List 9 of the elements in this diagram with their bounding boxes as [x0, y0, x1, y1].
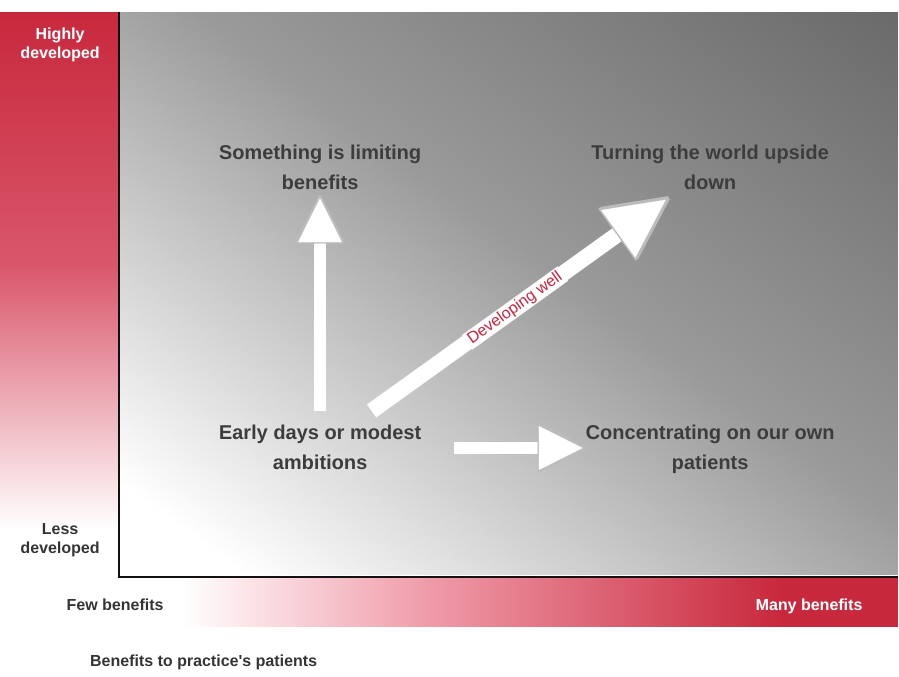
quadrant-label: Early days or modest ambitions: [190, 415, 450, 481]
quadrant-label: Turning the world upside down: [580, 135, 840, 201]
quadrant-label: Concentrating on our own patients: [580, 415, 840, 481]
axis-label: Few benefits: [66, 596, 164, 616]
axis-label: Many benefits: [754, 596, 864, 616]
axis-label: Less developed: [19, 520, 101, 558]
axis-title: Benefits to practice's patients: [90, 652, 318, 672]
quadrant-label: Something is limiting benefits: [190, 135, 450, 201]
axis-label: Highly developed: [19, 25, 101, 64]
